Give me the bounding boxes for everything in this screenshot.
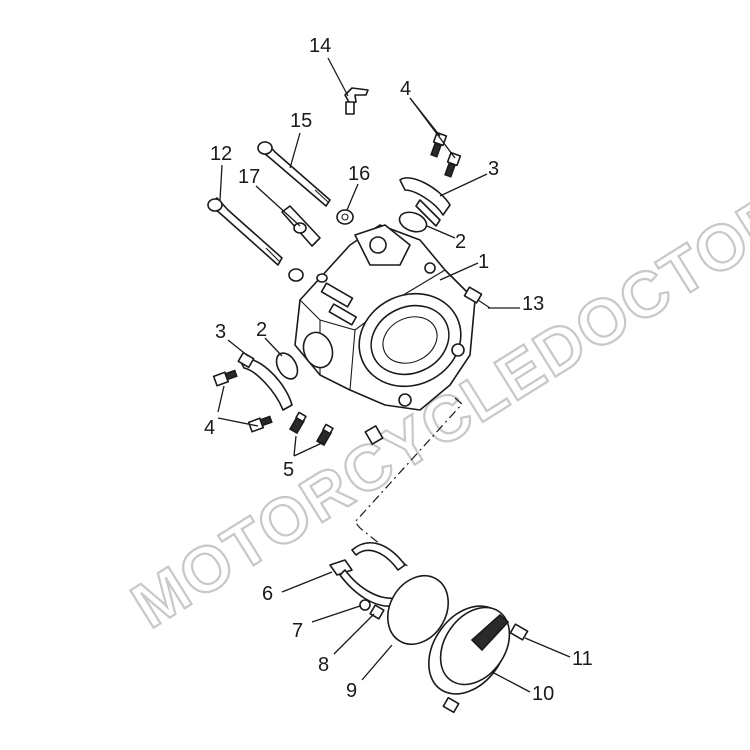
part-16-washer — [336, 209, 354, 225]
callout-12: 12 — [210, 143, 232, 165]
callout-1: 1 — [478, 251, 489, 273]
callout-4-upper: 4 — [400, 78, 411, 100]
callout-3-lower: 3 — [215, 321, 226, 343]
callout-8: 8 — [318, 654, 329, 676]
callout-10: 10 — [532, 683, 554, 705]
part-9-oring — [387, 575, 449, 645]
part-5-screws — [288, 411, 384, 447]
part-15-long-bolt — [257, 141, 331, 207]
watermark: MOTORCYCLEDOCTOR — [119, 177, 750, 642]
callout-4-lower: 4 — [204, 417, 215, 439]
part-10-cover — [428, 605, 511, 714]
callout-6: 6 — [262, 583, 273, 605]
part-13-bolt — [463, 286, 491, 309]
callout-2-lower: 2 — [256, 319, 267, 341]
callout-11: 11 — [572, 648, 593, 670]
callout-14: 14 — [309, 35, 331, 57]
part-7-washer — [359, 599, 371, 611]
callout-labels: 14 4 15 12 17 16 3 2 1 13 3 2 4 5 6 7 8 … — [204, 35, 593, 705]
part-17-valve — [281, 205, 321, 247]
part-4-bolts-upper — [430, 131, 462, 178]
washer-small-2 — [316, 273, 328, 283]
callout-17: 17 — [238, 166, 260, 188]
part-14-sensor — [344, 87, 369, 115]
part-11-screw — [509, 623, 529, 641]
throttle-body — [294, 224, 476, 411]
washer-small — [288, 268, 304, 282]
callout-5: 5 — [283, 459, 294, 481]
part-3-clamp-lower — [237, 351, 293, 411]
part-2-oring-upper — [398, 211, 428, 233]
part-6-band-clamp — [329, 541, 406, 607]
callout-15: 15 — [290, 110, 312, 132]
part-12-long-bolt — [207, 197, 283, 266]
part-3-clamp-upper — [399, 177, 451, 227]
callout-9: 9 — [346, 680, 357, 702]
callout-3-upper: 3 — [488, 158, 499, 180]
leader-lines — [217, 57, 571, 693]
callout-2-upper: 2 — [455, 231, 466, 253]
part-8-screw — [369, 604, 385, 620]
callout-13: 13 — [522, 293, 544, 315]
assembly-centerline — [354, 397, 463, 569]
callout-16: 16 — [348, 163, 370, 185]
callout-7: 7 — [292, 620, 303, 642]
